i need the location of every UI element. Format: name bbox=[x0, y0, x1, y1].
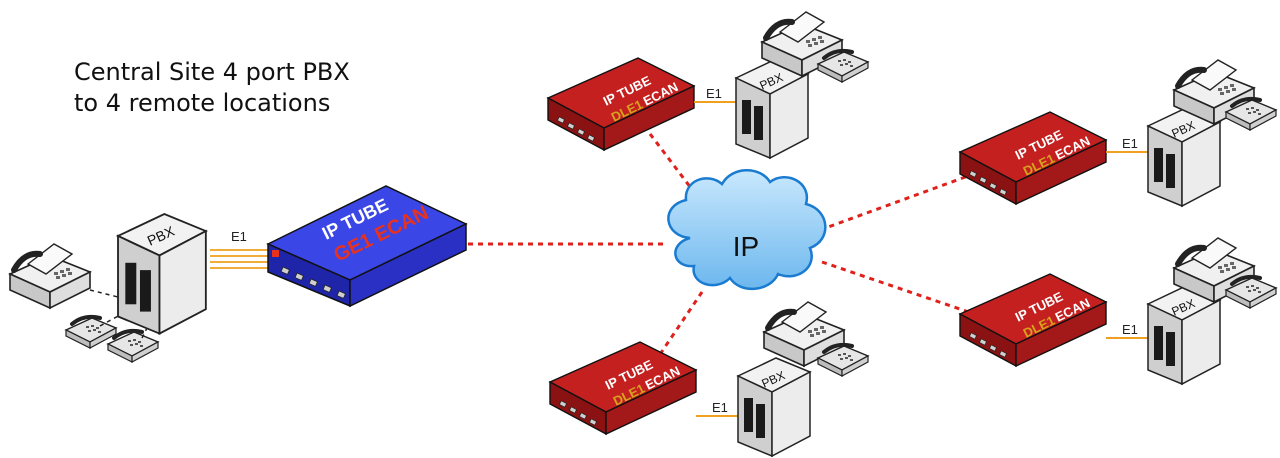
remote-e1-label: E1 bbox=[706, 86, 722, 101]
remote-ip-tube-device: IP TUBE DLE1 ECAN bbox=[548, 341, 698, 436]
central-e1-label: E1 bbox=[231, 229, 247, 244]
remote-ip-tube-device: IP TUBE DLE1 ECAN bbox=[958, 273, 1108, 368]
fax-icon bbox=[10, 244, 90, 308]
central-ip-tube-device: IP TUBE GE1 ECAN bbox=[266, 185, 468, 308]
remote-site: IP TUBE DLE1 ECAN E1 PBX bbox=[958, 60, 1278, 207]
remote-site: IP TUBE DLE1 ECAN E1 PBX bbox=[546, 12, 870, 159]
remote-ip-tube-device: IP TUBE DLE1 ECAN bbox=[546, 57, 696, 152]
title-line-1: Central Site 4 port PBX bbox=[74, 58, 350, 86]
remote-site: IP TUBE DLE1 ECAN E1 PBX bbox=[548, 302, 870, 457]
phone-icon bbox=[816, 342, 870, 378]
remote-site: IP TUBE DLE1 ECAN E1 PBX bbox=[958, 238, 1278, 385]
phone-icon bbox=[816, 48, 870, 84]
remote-e1-label: E1 bbox=[712, 400, 728, 415]
title-line-2: to 4 remote locations bbox=[74, 89, 330, 117]
central-e1-link bbox=[210, 249, 272, 269]
remote-e1-label: E1 bbox=[1122, 136, 1138, 151]
remote-e1-label: E1 bbox=[1122, 322, 1138, 337]
phone-icon bbox=[1224, 96, 1278, 132]
remote-ip-tube-device: IP TUBE DLE1 ECAN bbox=[958, 111, 1108, 206]
ip-cloud: IP bbox=[667, 169, 827, 291]
phone-icon bbox=[1224, 274, 1278, 310]
ip-link-remote-1 bbox=[636, 117, 702, 201]
ip-link-remote-2 bbox=[819, 166, 991, 232]
status-led bbox=[272, 250, 279, 257]
ip-cloud-label: IP bbox=[733, 231, 759, 262]
central-site: PBX E1 IP TUBE GE1 ECAN bbox=[10, 185, 468, 364]
phone-icon bbox=[106, 328, 160, 364]
